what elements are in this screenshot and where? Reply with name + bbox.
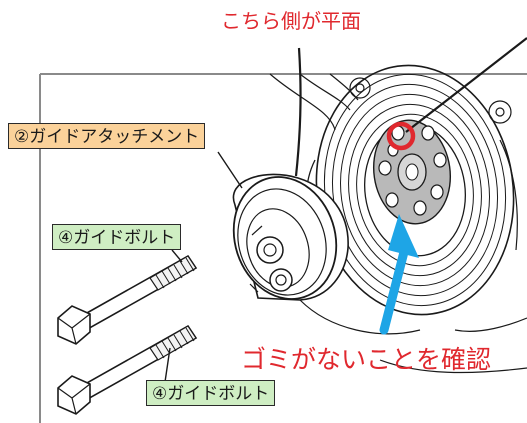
hub-bolt-holes [378, 125, 447, 216]
leader-guide-bolt-top [171, 249, 183, 263]
leader-guide-bolt-bottom [164, 347, 171, 383]
guide-bolt-top [57, 254, 198, 345]
bolt-thread-bottom [155, 327, 195, 359]
guide-attachment-label: ②ガイドアタッチメント [8, 123, 206, 149]
leader-guide-attachment [217, 151, 243, 189]
leader-flat-side [294, 47, 302, 177]
bolt-thread-top [155, 257, 195, 289]
red-circle-marker-icon [386, 121, 416, 151]
leader-marker [405, 37, 527, 133]
blue-arrow-icon [379, 214, 419, 335]
flat-side-caption: こちら側が平面 [221, 9, 361, 33]
check-debris-caption: ゴミがないことを確認 [241, 345, 492, 374]
guide-attachment [232, 173, 349, 301]
guide-bolt-bottom [57, 324, 198, 415]
guide-bolt-label-top: ④ガイドボルト [52, 224, 182, 250]
guide-bolt-label-bottom: ④ガイドボルト [146, 380, 276, 406]
